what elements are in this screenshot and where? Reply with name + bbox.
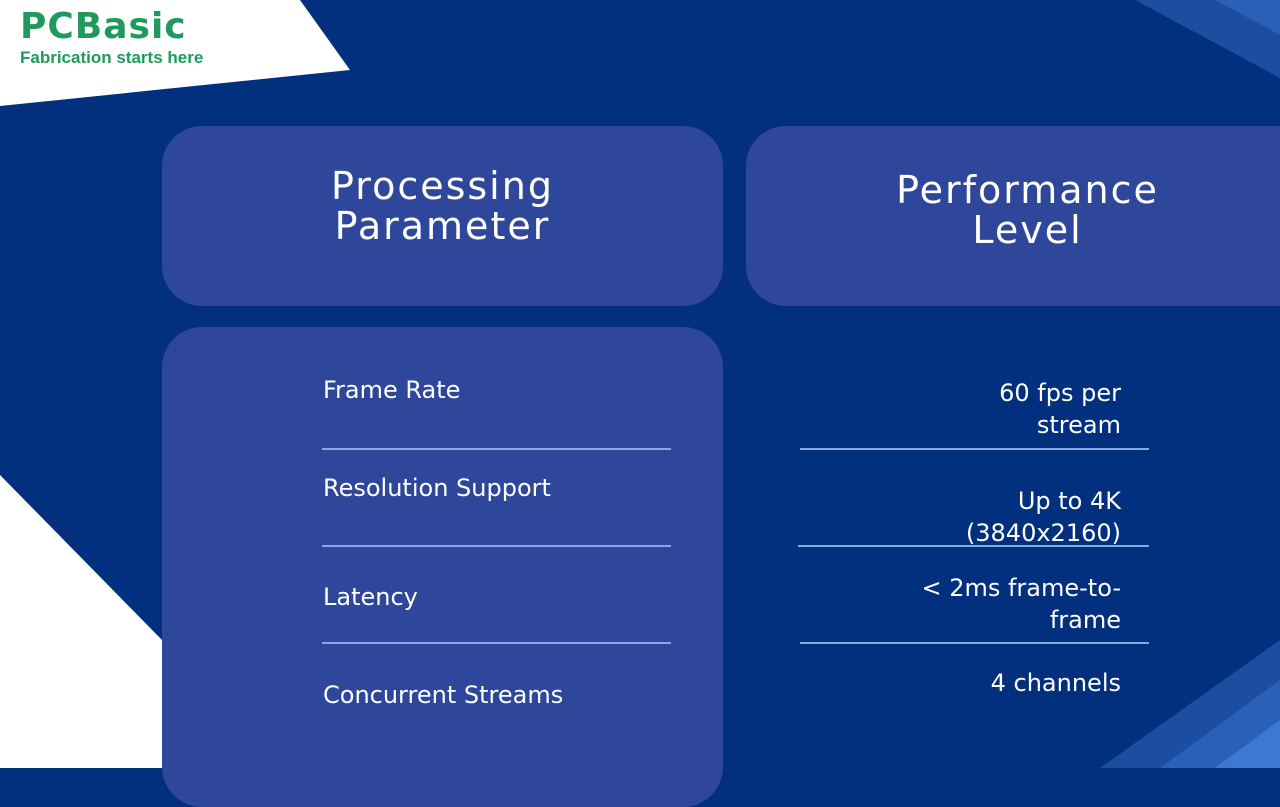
- logo-wordmark: PCBasic: [20, 6, 187, 47]
- logo-tagline: Fabrication starts here: [20, 48, 204, 67]
- left-white-triangle: [0, 475, 162, 768]
- header-performance-title: Performance Level: [896, 168, 1159, 252]
- row-divider-right: [798, 545, 1149, 547]
- row-value-concurrent-streams: 4 channels: [990, 669, 1121, 697]
- row-divider-left: [322, 642, 671, 644]
- top-right-stripe-1: [1135, 0, 1280, 78]
- logo-banner-shape: [0, 0, 350, 106]
- row-label-resolution: Resolution Support: [323, 474, 551, 502]
- header-parameter-panel: Processing Parameter: [162, 126, 723, 306]
- row-divider-left: [322, 545, 671, 547]
- row-label-frame-rate: Frame Rate: [323, 376, 461, 404]
- row-label-latency: Latency: [323, 583, 418, 611]
- row-value-latency: < 2ms frame-to- frame: [921, 574, 1121, 634]
- header-parameter-title: Processing Parameter: [331, 164, 554, 248]
- row-divider-left: [322, 448, 671, 450]
- parameter-column-panel: [162, 327, 723, 807]
- row-value-frame-rate: 60 fps per stream: [999, 379, 1121, 439]
- bottom-right-stripe-3: [1215, 720, 1280, 768]
- row-divider-right: [800, 448, 1149, 450]
- row-divider-right: [800, 642, 1149, 644]
- row-value-resolution: Up to 4K (3840x2160): [965, 487, 1121, 547]
- background-decoration: [0, 0, 1280, 768]
- top-right-stripe-2: [1215, 0, 1280, 35]
- header-performance-panel: Performance Level: [746, 126, 1280, 306]
- row-label-concurrent-streams: Concurrent Streams: [323, 681, 564, 709]
- brand-logo: PCBasic Fabrication starts here: [20, 8, 203, 68]
